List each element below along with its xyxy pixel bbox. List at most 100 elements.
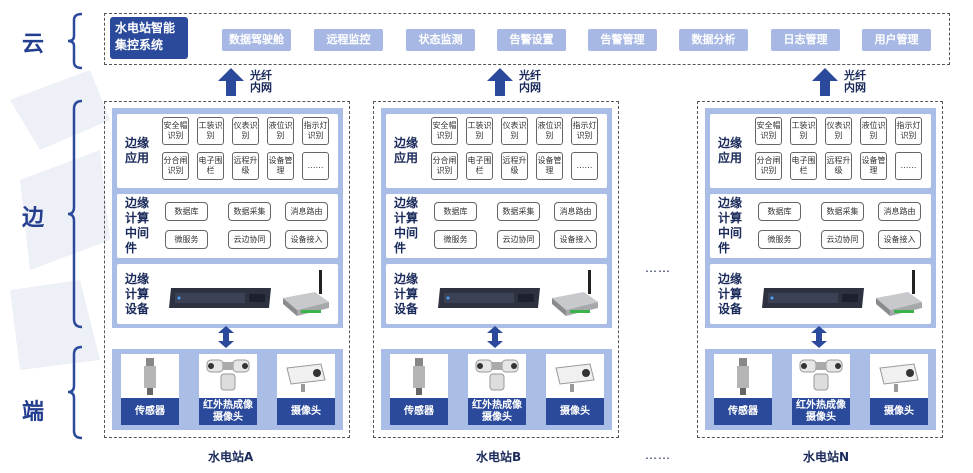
gateway-icon (283, 270, 329, 316)
app-indicator-detect: 指示灯识别 (895, 117, 922, 145)
edge-app-panel: 边缘应用 安全帽识别 工装识别 仪表识别 液位识别 指示灯识别 分合闸识别 电子… (710, 114, 931, 188)
edge-layer-bg: 边缘应用 安全帽识别 工装识别 仪表识别 液位识别 指示灯识别 分合闸识别 电子… (112, 108, 343, 328)
service-data-cockpit[interactable]: 数据驾驶舱 (222, 29, 291, 51)
edge-device-title: 边缘计算设备 (718, 272, 743, 316)
terminal-thermal-camera: 红外热成像摄像头 (792, 354, 850, 425)
service-alarm-management[interactable]: 告警管理 (588, 29, 657, 51)
edge-brace (67, 99, 83, 329)
edge-device-title: 边缘计算设备 (394, 272, 419, 316)
more-stations-ellipsis: …… (645, 261, 671, 275)
service-remote-monitor[interactable]: 远程监控 (314, 29, 383, 51)
terminal-thermal-camera-label: 红外热成像摄像头 (199, 398, 257, 425)
app-meter-detect: 仪表识别 (232, 117, 259, 145)
uplink-arrow-icon (487, 68, 513, 96)
terminal-thermal-camera-label: 红外热成像摄像头 (792, 398, 850, 425)
edge-app-panel: 边缘应用 安全帽识别 工装识别 仪表识别 液位识别 指示灯识别 分合闸识别 电子… (386, 114, 607, 188)
app-helmet-detect: 安全帽识别 (162, 117, 189, 145)
mw-msg-route: 消息路由 (285, 202, 328, 221)
server-icon (762, 288, 864, 308)
mw-database: 数据库 (165, 202, 208, 221)
app-level-detect: 液位识别 (536, 117, 563, 145)
terminal-camera: 摄像头 (277, 354, 335, 425)
app-switch-detect: 分合闸识别 (755, 152, 782, 180)
terminal-sensor: 传感器 (714, 354, 772, 425)
terminal-sensor-label: 传感器 (121, 398, 179, 425)
service-log-management[interactable]: 日志管理 (771, 29, 840, 51)
mw-microservice: 微服务 (434, 230, 477, 249)
uplink-label: 光纤内网 (519, 69, 541, 94)
layer-label-edge: 边 (22, 206, 45, 231)
app-meter-detect: 仪表识别 (501, 117, 528, 145)
uplink-label: 光纤内网 (844, 69, 866, 94)
station-n: 边缘应用 安全帽识别 工装识别 仪表识别 液位识别 指示灯识别 分合闸识别 电子… (697, 101, 943, 438)
terminal-camera-label: 摄像头 (870, 398, 928, 425)
mw-database: 数据库 (434, 202, 477, 221)
station-a: 边缘应用 安全帽识别 工装识别 仪表识别 液位识别 指示灯识别 分合闸识别 电子… (104, 101, 350, 438)
terminal-layer-bg: 传感器 红外热成像摄像头 摄像头 (705, 349, 936, 430)
terminal-layer-bg: 传感器 红外热成像摄像头 摄像头 (381, 349, 612, 430)
terminal-thermal-camera: 红外热成像摄像头 (468, 354, 526, 425)
terminal-brace (67, 345, 83, 440)
station-name-b: 水电站B (476, 450, 522, 464)
sensor-icon (144, 358, 156, 395)
app-remote-upgrade: 远程升级 (501, 152, 528, 180)
edge-device-panel: 边缘计算设备 (117, 264, 338, 324)
more-stations-name-ellipsis: …… (645, 448, 671, 462)
layer-label-terminal: 端 (22, 400, 45, 425)
app-device-manage: 设备管理 (267, 152, 294, 180)
terminal-thermal-camera-label: 红外热成像摄像头 (468, 398, 526, 425)
mw-cloud-edge: 云边协同 (497, 230, 540, 249)
terminal-sensor: 传感器 (121, 354, 179, 425)
layer-label-cloud: 云 (22, 32, 45, 57)
terminal-camera-label: 摄像头 (546, 398, 604, 425)
edge-layer-bg: 边缘应用 安全帽识别 工装识别 仪表识别 液位识别 指示灯识别 分合闸识别 电子… (381, 108, 612, 328)
station-name-n: 水电站N (803, 450, 850, 464)
mw-device-access: 设备接入 (285, 230, 328, 249)
edge-middleware-title: 边缘计算中间件 (394, 196, 419, 255)
app-remote-upgrade: 远程升级 (825, 152, 852, 180)
edge-middleware-panel: 边缘计算中间件 数据库 数据采集 消息路由 微服务 云边协同 设备接入 (710, 194, 931, 258)
mw-data-collect: 数据采集 (497, 202, 540, 221)
app-more: …… (302, 152, 329, 180)
station-b: 边缘应用 安全帽识别 工装识别 仪表识别 液位识别 指示灯识别 分合闸识别 电子… (373, 101, 619, 438)
service-data-analysis[interactable]: 数据分析 (679, 29, 748, 51)
uplink-arrow-icon (812, 68, 838, 96)
gateway-icon (552, 270, 598, 316)
service-alarm-settings[interactable]: 告警设置 (497, 29, 566, 51)
terminal-camera: 摄像头 (870, 354, 928, 425)
mw-database: 数据库 (758, 202, 801, 221)
app-uniform-detect: 工装识别 (790, 117, 817, 145)
app-switch-detect: 分合闸识别 (431, 152, 458, 180)
camera-icon (555, 363, 595, 392)
service-status-monitor[interactable]: 状态监测 (406, 29, 475, 51)
server-icon (169, 288, 271, 308)
service-user-management[interactable]: 用户管理 (862, 29, 931, 51)
edge-middleware-title: 边缘计算中间件 (718, 196, 743, 255)
app-e-fence: 电子围栏 (466, 152, 493, 180)
edge-middleware-title: 边缘计算中间件 (125, 196, 150, 255)
camera-icon (879, 363, 919, 392)
app-level-detect: 液位识别 (267, 117, 294, 145)
app-device-manage: 设备管理 (536, 152, 563, 180)
mw-microservice: 微服务 (758, 230, 801, 249)
app-indicator-detect: 指示灯识别 (302, 117, 329, 145)
edge-middleware-panel: 边缘计算中间件 数据库 数据采集 消息路由 微服务 云边协同 设备接入 (386, 194, 607, 258)
edge-device-title: 边缘计算设备 (125, 272, 150, 316)
mw-msg-route: 消息路由 (878, 202, 921, 221)
mw-device-access: 设备接入 (878, 230, 921, 249)
mw-microservice: 微服务 (165, 230, 208, 249)
edge-app-panel: 边缘应用 安全帽识别 工装识别 仪表识别 液位识别 指示灯识别 分合闸识别 电子… (117, 114, 338, 188)
terminal-sensor-label: 传感器 (390, 398, 448, 425)
edge-app-title: 边缘应用 (394, 136, 419, 165)
mw-cloud-edge: 云边协同 (228, 230, 271, 249)
mw-data-collect: 数据采集 (228, 202, 271, 221)
mw-cloud-edge: 云边协同 (821, 230, 864, 249)
camera-icon (286, 363, 326, 392)
uplink-arrow-icon (218, 68, 244, 96)
mw-data-collect: 数据采集 (821, 202, 864, 221)
sensor-icon (413, 358, 425, 395)
app-uniform-detect: 工装识别 (197, 117, 224, 145)
app-helmet-detect: 安全帽识别 (755, 117, 782, 145)
bidirectional-arrow-icon (218, 326, 234, 348)
station-name-a: 水电站A (208, 450, 254, 464)
